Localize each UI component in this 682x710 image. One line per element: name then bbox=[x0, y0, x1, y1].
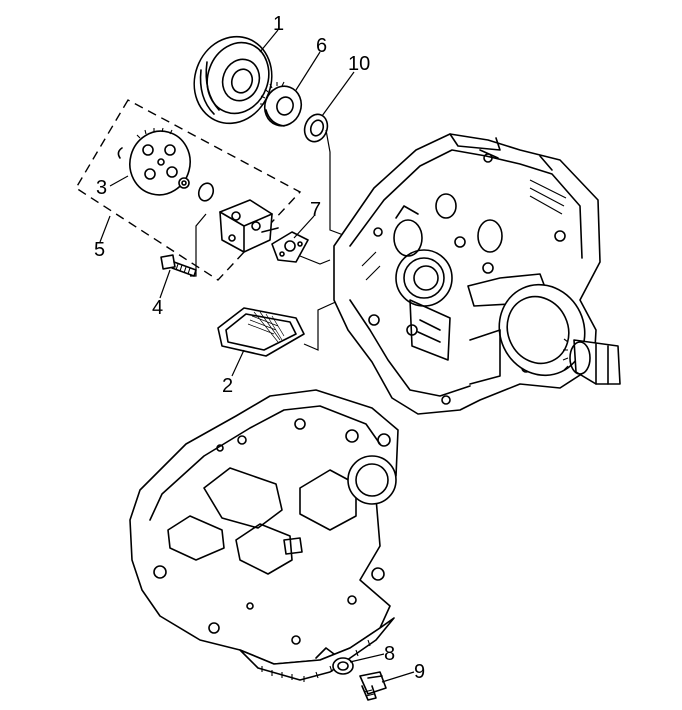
callout-3: 3 bbox=[96, 177, 107, 199]
callout-9: 9 bbox=[414, 661, 425, 683]
callout-2: 2 bbox=[222, 375, 233, 397]
pump-body bbox=[219, 199, 279, 253]
callout-7: 7 bbox=[310, 199, 321, 221]
part-2-strainer bbox=[217, 307, 305, 357]
part-10-washer bbox=[303, 113, 329, 143]
callout-8: 8 bbox=[384, 643, 395, 665]
callout-10: 10 bbox=[348, 53, 370, 75]
part-4-bolt bbox=[160, 254, 197, 277]
assembly-leader-lines bbox=[190, 129, 347, 351]
callout-leaders bbox=[99, 29, 415, 683]
part-1-cover bbox=[193, 35, 273, 125]
part-7-gasket bbox=[271, 231, 309, 263]
callout-1: 1 bbox=[273, 13, 284, 35]
upper-crankcase bbox=[333, 133, 621, 415]
lower-crankcase bbox=[129, 389, 399, 682]
part-9-drain-plug bbox=[359, 671, 387, 701]
part-6-gear bbox=[260, 81, 303, 127]
small-nut bbox=[178, 177, 215, 202]
assembly-boundary bbox=[75, 99, 302, 281]
part-8-washer bbox=[332, 657, 354, 675]
callout-6: 6 bbox=[316, 35, 327, 57]
callout-labels: 1 2 3 4 5 6 7 8 9 10 bbox=[94, 13, 425, 683]
callout-5: 5 bbox=[94, 239, 105, 261]
callout-4: 4 bbox=[152, 297, 163, 319]
part-3-rotor bbox=[117, 127, 191, 196]
